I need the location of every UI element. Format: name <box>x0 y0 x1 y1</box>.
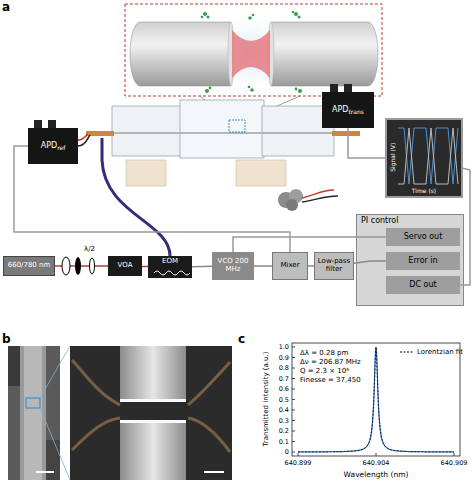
annotation: Δλ = 0.28 pm <box>300 349 348 357</box>
node-text: PI control <box>361 217 398 226</box>
node-text: Signal (V) <box>390 135 397 179</box>
laser-source: 660/780 nm <box>3 256 55 276</box>
tick-label: 0.7 <box>262 375 289 383</box>
scope-trace <box>398 128 458 184</box>
legend-row: Lorentzian fit <box>400 348 463 356</box>
node-text: Error in <box>408 257 437 266</box>
node-text: 660/780 nm <box>8 262 51 270</box>
node-text: APD <box>41 142 57 151</box>
signal-wire <box>308 265 314 267</box>
tick-label: 640.899 <box>278 459 318 467</box>
oscillator-box: VCO 200 MHz <box>212 252 254 280</box>
tick-label: 640.909 <box>434 459 474 467</box>
tick-label: 0.1 <box>262 438 289 446</box>
panel-letter: b <box>2 332 11 346</box>
panel-letter: a <box>2 0 10 14</box>
fit-curve <box>298 347 454 452</box>
signal-wire <box>348 128 385 158</box>
node-text: APD <box>332 106 348 115</box>
filter-box: Low-pass filter <box>314 252 354 280</box>
annotation: Wavelength (nm) <box>316 470 436 479</box>
node-text: Low-pass filter <box>315 258 353 273</box>
modulator-box: EOM <box>148 256 192 278</box>
tick-label: 0.4 <box>262 406 289 414</box>
annotation: Finesse = 37,450 <box>300 376 361 384</box>
signal-wire <box>460 168 470 285</box>
panel-letter: c <box>238 332 245 346</box>
tick-label: 0.5 <box>262 396 289 404</box>
annotation: Transmitted intensity (a.u.) <box>262 339 270 459</box>
polarizer-symbol <box>62 257 95 275</box>
node-text: Time (s) <box>387 188 461 195</box>
node-text: ref <box>57 145 65 152</box>
signal-wire <box>55 265 108 267</box>
annotation: Δν = 206.87 MHz <box>300 358 361 366</box>
cavity-inset <box>125 4 382 98</box>
legend-sample <box>400 349 414 355</box>
photodetector: APDref <box>28 128 78 164</box>
signal-wire <box>354 261 386 263</box>
node-text: Mixer <box>280 262 299 270</box>
tick-label: 640.904 <box>356 459 396 467</box>
annotation: Q = 2.3 × 10⁶ <box>300 367 349 375</box>
tick-label: 0 <box>262 448 289 456</box>
tick-label: 0.2 <box>262 427 289 435</box>
micrograph <box>8 346 232 480</box>
legend-text: Lorentzian fit <box>417 348 463 356</box>
node-text: EOM <box>162 258 178 266</box>
tick-label: 0.3 <box>262 417 289 425</box>
node-text: VOA <box>118 262 133 270</box>
data-curve <box>298 347 454 452</box>
mixer-box: Mixer <box>272 252 308 280</box>
attenuator-box: VOA <box>108 256 142 276</box>
node-text: VCO 200 MHz <box>212 258 254 273</box>
plot-axes <box>292 343 460 456</box>
tick-label: 1.0 <box>262 343 289 351</box>
transmission-curve <box>298 347 454 452</box>
signal-wire <box>192 266 212 268</box>
oscilloscope-screen: Signal (V) Time (s) <box>385 118 463 198</box>
node-text: Servo out <box>404 233 443 242</box>
annotation: λ/2 <box>84 245 95 253</box>
port-box: DC out <box>386 276 460 294</box>
controller-box: PI controlServo outError in DC out <box>356 214 464 306</box>
signal-wire <box>14 146 290 252</box>
port-box: Error in <box>386 252 460 270</box>
signal-wire <box>233 237 386 252</box>
node-text: trans <box>349 109 364 116</box>
tick-label: 0.9 <box>262 354 289 362</box>
node-text: DC out <box>409 281 436 290</box>
tick-label: 0.8 <box>262 364 289 372</box>
port-box: Servo out <box>386 228 460 246</box>
signal-wire <box>254 265 272 267</box>
photodetector: APDtrans <box>322 92 374 128</box>
signal-wire <box>142 266 148 268</box>
modulation-wave <box>154 271 190 275</box>
tick-label: 0.6 <box>262 385 289 393</box>
